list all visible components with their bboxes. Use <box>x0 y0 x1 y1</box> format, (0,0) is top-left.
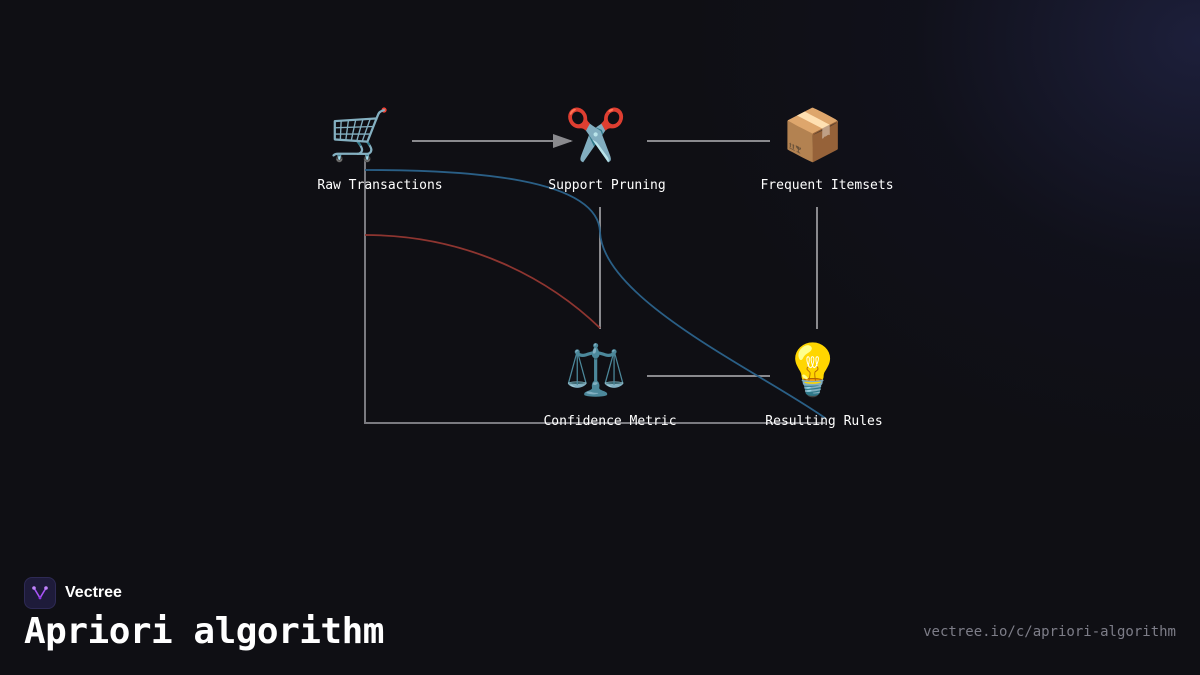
edge-raw-to-confidence-curve <box>364 234 601 329</box>
node-label: Support Pruning <box>548 178 665 193</box>
shopping-cart-icon: 🛒 <box>329 106 391 164</box>
package-icon: 📦 <box>782 106 844 164</box>
node-confidence-metric: ⚖️ Confidence Metric <box>543 341 676 429</box>
node-label: Confidence Metric <box>543 414 676 429</box>
brand-name: Vectree <box>65 584 122 601</box>
edge-raw-to-rules-elbow <box>364 160 825 424</box>
edges <box>364 134 826 424</box>
node-label: Frequent Itemsets <box>760 178 893 193</box>
node-frequent-itemsets: 📦 Frequent Itemsets <box>760 106 893 193</box>
light-bulb-icon: 💡 <box>782 341 844 399</box>
vectree-logo-icon <box>24 577 56 609</box>
node-support-pruning: ✂️ Support Pruning <box>548 105 665 193</box>
page-url[interactable]: vectree.io/c/apriori-algorithm <box>923 624 1176 640</box>
page-title: Apriori algorithm <box>24 611 384 652</box>
node-resulting-rules: 💡 Resulting Rules <box>765 341 882 429</box>
edge-raw-to-rules-curve <box>364 169 826 419</box>
node-label: Resulting Rules <box>765 414 882 429</box>
balance-scale-icon: ⚖️ <box>565 341 627 399</box>
node-label: Raw Transactions <box>317 178 442 193</box>
brand: Vectree <box>24 577 122 609</box>
scissors-icon: ✂️ <box>565 105 627 164</box>
node-raw-transactions: 🛒 Raw Transactions <box>317 106 442 193</box>
